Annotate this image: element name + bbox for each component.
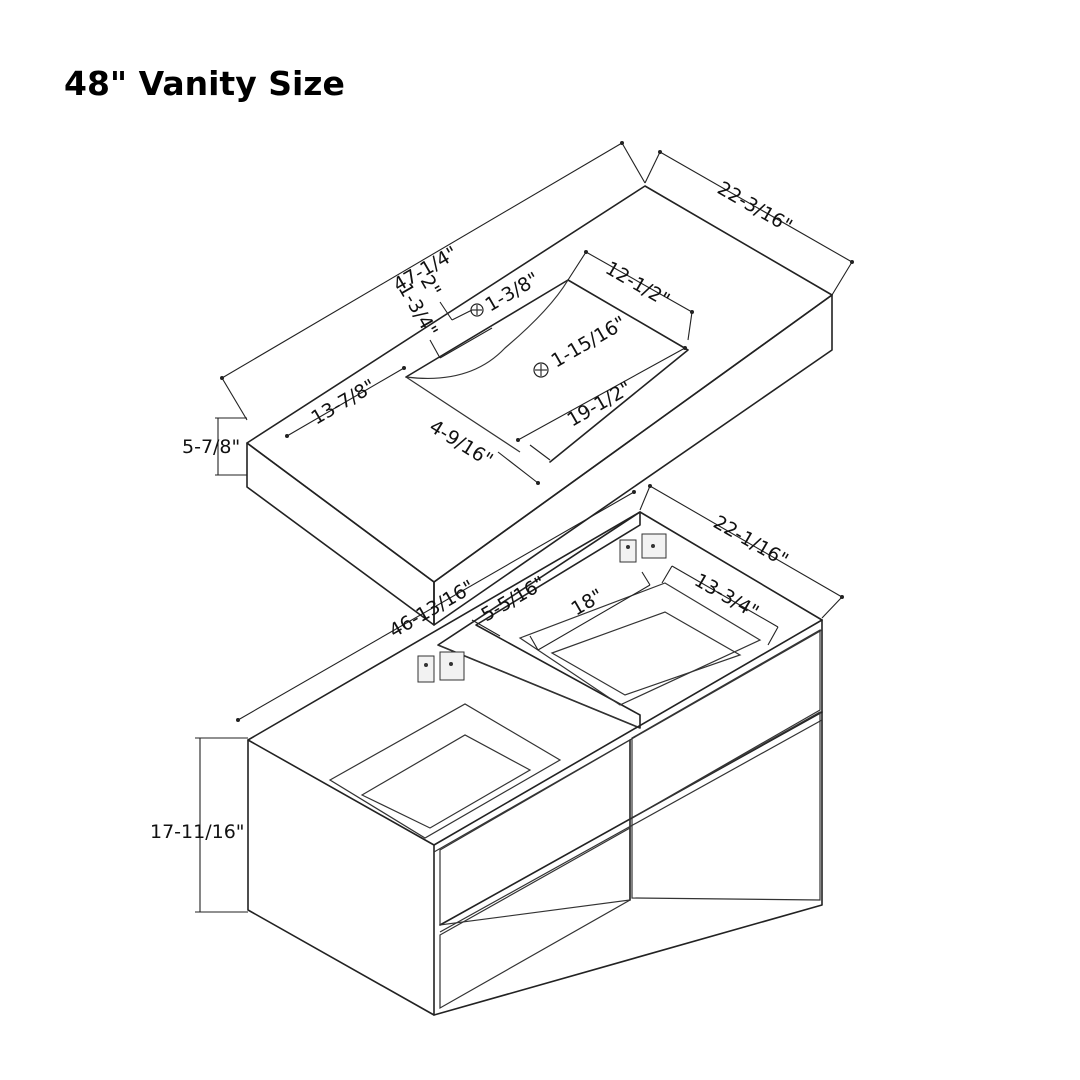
dim-cabinet-height-label: 17-11/16" bbox=[150, 821, 245, 843]
drawer-box-right bbox=[518, 582, 762, 706]
dim-top-thickness: 5-7/8" bbox=[182, 417, 247, 476]
dim-drawer-inner-width: 18" bbox=[529, 571, 651, 651]
drawer-front-bottom-left bbox=[439, 826, 631, 1010]
dim-top-depth: 22-3/16" bbox=[644, 150, 854, 296]
dim-sink-offset-left-label: 13-7/8" bbox=[308, 375, 380, 429]
page-title: 48" Vanity Size bbox=[64, 64, 345, 103]
dim-sink-width-label: 19-1/2" bbox=[564, 377, 636, 431]
cabinet-right-side bbox=[433, 619, 823, 1016]
sink-outline bbox=[405, 279, 689, 463]
countertop-top-face bbox=[246, 185, 833, 583]
dim-drawer-inner-width-label: 18" bbox=[568, 585, 608, 621]
dim-sink-width: 19-1/2" bbox=[516, 346, 687, 442]
dim-faucet-hole-label: 1-3/8" bbox=[482, 268, 543, 316]
drawer-horizontal-divider bbox=[439, 711, 823, 926]
drawer-box-right-inner bbox=[550, 611, 742, 696]
divider-diagonal bbox=[437, 644, 641, 729]
sink-basin bbox=[405, 279, 689, 463]
faucet-hole bbox=[470, 303, 484, 317]
drawer-box-left-inner bbox=[360, 734, 532, 829]
cabinet-center-divider bbox=[437, 511, 641, 729]
dim-top-depth-label: 22-3/16" bbox=[714, 177, 796, 237]
countertop-front-face bbox=[246, 442, 435, 626]
dim-drawer-gap: 5-5/16" bbox=[471, 572, 550, 637]
dim-sink-front-offset: 4-9/16" bbox=[425, 416, 551, 485]
drawer-horizontal-divider-inner bbox=[439, 719, 823, 933]
dim-drawer-inner-depth: 13-3/4" bbox=[661, 565, 779, 646]
drawer-box-left bbox=[328, 703, 562, 839]
cabinet bbox=[247, 511, 823, 1016]
drawer-front-bottom-right bbox=[631, 710, 821, 901]
countertop-side-face bbox=[433, 294, 833, 626]
drawer-front-top-right bbox=[631, 628, 821, 820]
dim-cabinet-height: 17-11/16" bbox=[150, 737, 248, 913]
dim-sink-offset-left: 13-7/8" bbox=[285, 366, 406, 438]
cabinet-left-side bbox=[247, 739, 435, 1016]
sink-front-edge bbox=[405, 376, 521, 453]
drain-hole bbox=[533, 362, 549, 378]
sink-curve bbox=[405, 279, 569, 380]
dim-cabinet-depth-label: 22-1/16" bbox=[710, 511, 792, 571]
dim-drawer-gap-label: 5-5/16" bbox=[478, 572, 550, 626]
cabinet-top-rail bbox=[433, 619, 823, 846]
dim-sink-front-offset-label: 4-9/16" bbox=[425, 416, 496, 472]
dim-sink-depth-label: 12-1/2" bbox=[602, 257, 674, 311]
hinge-back-icon bbox=[619, 533, 667, 563]
dim-faucet-edge-offset: 1-3/4" bbox=[394, 280, 493, 359]
dim-drain-hole-label: 1-15/16" bbox=[548, 312, 630, 372]
hinge-front-icon bbox=[417, 651, 465, 683]
dim-top-thickness-label: 5-7/8" bbox=[182, 436, 240, 458]
dim-sink-depth: 12-1/2" bbox=[567, 250, 694, 341]
